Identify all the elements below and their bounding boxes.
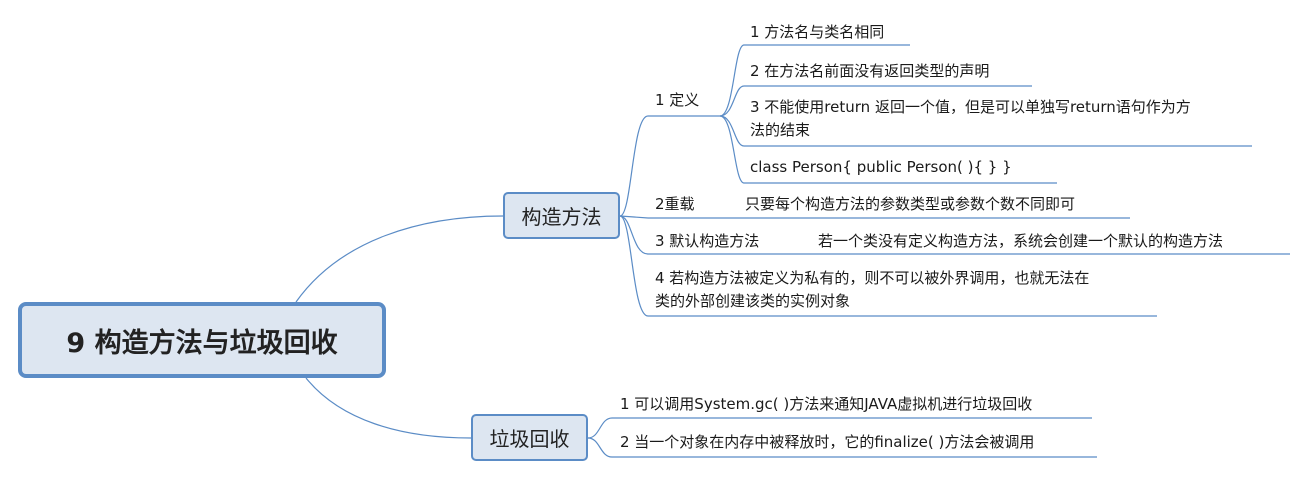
link-root-gc [305, 377, 472, 439]
subtopic-private-ctor-line2: 类的外部创建该类的实例对象 [655, 292, 851, 310]
def-item-3-line1[interactable]: 3 不能使用return 返回一个值，但是可以单独写return语句作为方 [750, 98, 1191, 116]
overload-desc[interactable]: 只要每个构造方法的参数类型或参数个数不同即可 [745, 195, 1076, 213]
link-constructor-private [619, 215, 649, 317]
topic-constructor[interactable]: 构造方法 [503, 192, 620, 239]
link-constructor-definition [619, 115, 649, 217]
default-ctor-desc[interactable]: 若一个类没有定义构造方法，系统会创建一个默认的构造方法 [818, 232, 1224, 250]
def-item-3-line2: 法的结束 [750, 121, 811, 139]
link-root-constructor [295, 215, 504, 303]
topic-constructor-title: 构造方法 [521, 205, 602, 229]
link-gc-item2 [587, 437, 613, 458]
link-def-item4 [719, 115, 745, 184]
gc-item-1[interactable]: 1 可以调用System.gc( )方法来通知JAVA虚拟机进行垃圾回收 [620, 395, 1033, 413]
topic-gc[interactable]: 垃圾回收 [471, 414, 588, 461]
subtopic-definition[interactable]: 1 定义 [655, 91, 700, 109]
topic-gc-title: 垃圾回收 [489, 427, 570, 451]
link-def-item2 [719, 85, 745, 117]
root-title: 9 构造方法与垃圾回收 [66, 327, 338, 359]
root-topic[interactable]: 9 构造方法与垃圾回收 [18, 302, 386, 378]
subtopic-default-ctor[interactable]: 3 默认构造方法 [655, 232, 760, 250]
def-item-2[interactable]: 2 在方法名前面没有返回类型的声明 [750, 62, 990, 80]
link-gc-item1 [587, 417, 613, 439]
link-def-item1 [719, 44, 745, 117]
def-item-4[interactable]: class Person{ public Person( ){ } } [750, 158, 1012, 176]
subtopic-overload[interactable]: 2重载 [655, 195, 695, 213]
link-constructor-overload [619, 215, 649, 219]
subtopic-private-ctor-line1[interactable]: 4 若构造方法被定义为私有的，则不可以被外界调用，也就无法在 [655, 269, 1090, 287]
gc-item-2[interactable]: 2 当一个对象在内存中被释放时，它的finalize( )方法会被调用 [620, 433, 1035, 451]
def-item-1[interactable]: 1 方法名与类名相同 [750, 23, 885, 41]
link-constructor-default [619, 215, 649, 255]
